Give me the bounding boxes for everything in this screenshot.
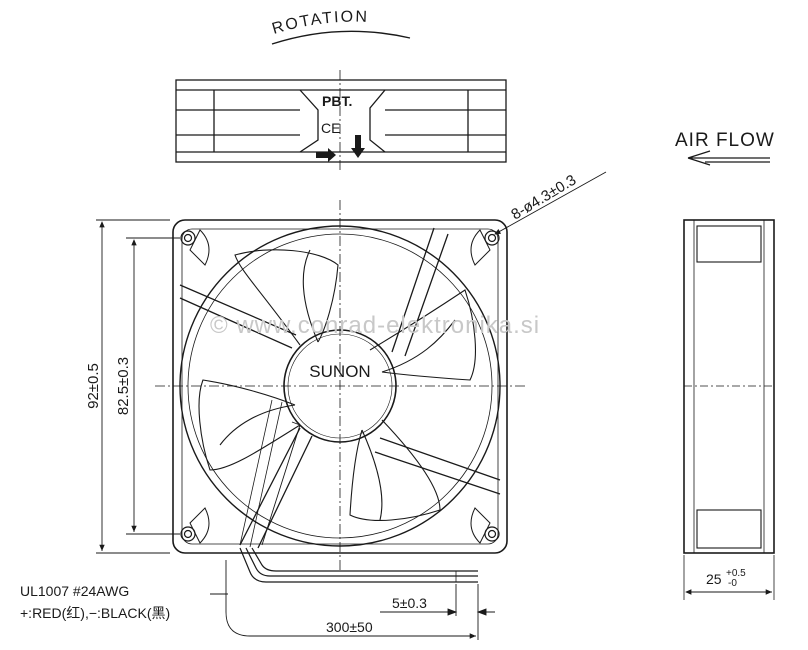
ce-mark: CE xyxy=(321,120,340,136)
airflow-label: AIR FLOW xyxy=(675,130,775,151)
cable-spec-label: UL1007 #24AWG xyxy=(20,583,129,599)
hole-leader-line xyxy=(494,171,607,235)
pitch-dimension-label: 82.5±0.3 xyxy=(115,357,132,415)
rotation-direction-arrow-icon xyxy=(316,148,336,162)
airflow-direction-arrow-icon xyxy=(351,135,365,158)
lead-length-dimension-label: 300±50 xyxy=(326,619,373,635)
outer-dimension-label: 92±0.5 xyxy=(85,363,102,409)
watermark: © www.conrad-elektronika.si xyxy=(210,312,540,339)
depth-dimension-label: 25 xyxy=(706,571,722,587)
outer-dimension xyxy=(96,219,170,554)
lead-strip-dimension-label: 5±0.3 xyxy=(392,595,427,611)
wire-colors-label: +:RED(红),−:BLACK(黑) xyxy=(20,605,170,621)
lead-dimensions xyxy=(210,560,495,640)
pitch-dimension xyxy=(126,237,180,535)
front-view xyxy=(155,200,525,570)
lead-wires xyxy=(239,547,478,583)
hole-dimension-label: 8-ø4.3±0.3 xyxy=(508,172,579,224)
depth-upper-tolerance: +0.5 xyxy=(726,568,746,579)
top-profile-view xyxy=(175,70,507,172)
side-view xyxy=(683,219,775,600)
pbt-label: PBT. xyxy=(322,93,352,109)
hub-brand-label: SUNON xyxy=(309,362,370,381)
rotation-label: ROTATION xyxy=(270,9,411,45)
frame-spokes xyxy=(179,227,501,549)
fan-blades xyxy=(198,249,476,521)
airflow-arrow-icon xyxy=(687,150,770,166)
depth-lower-tolerance: -0 xyxy=(728,578,737,589)
